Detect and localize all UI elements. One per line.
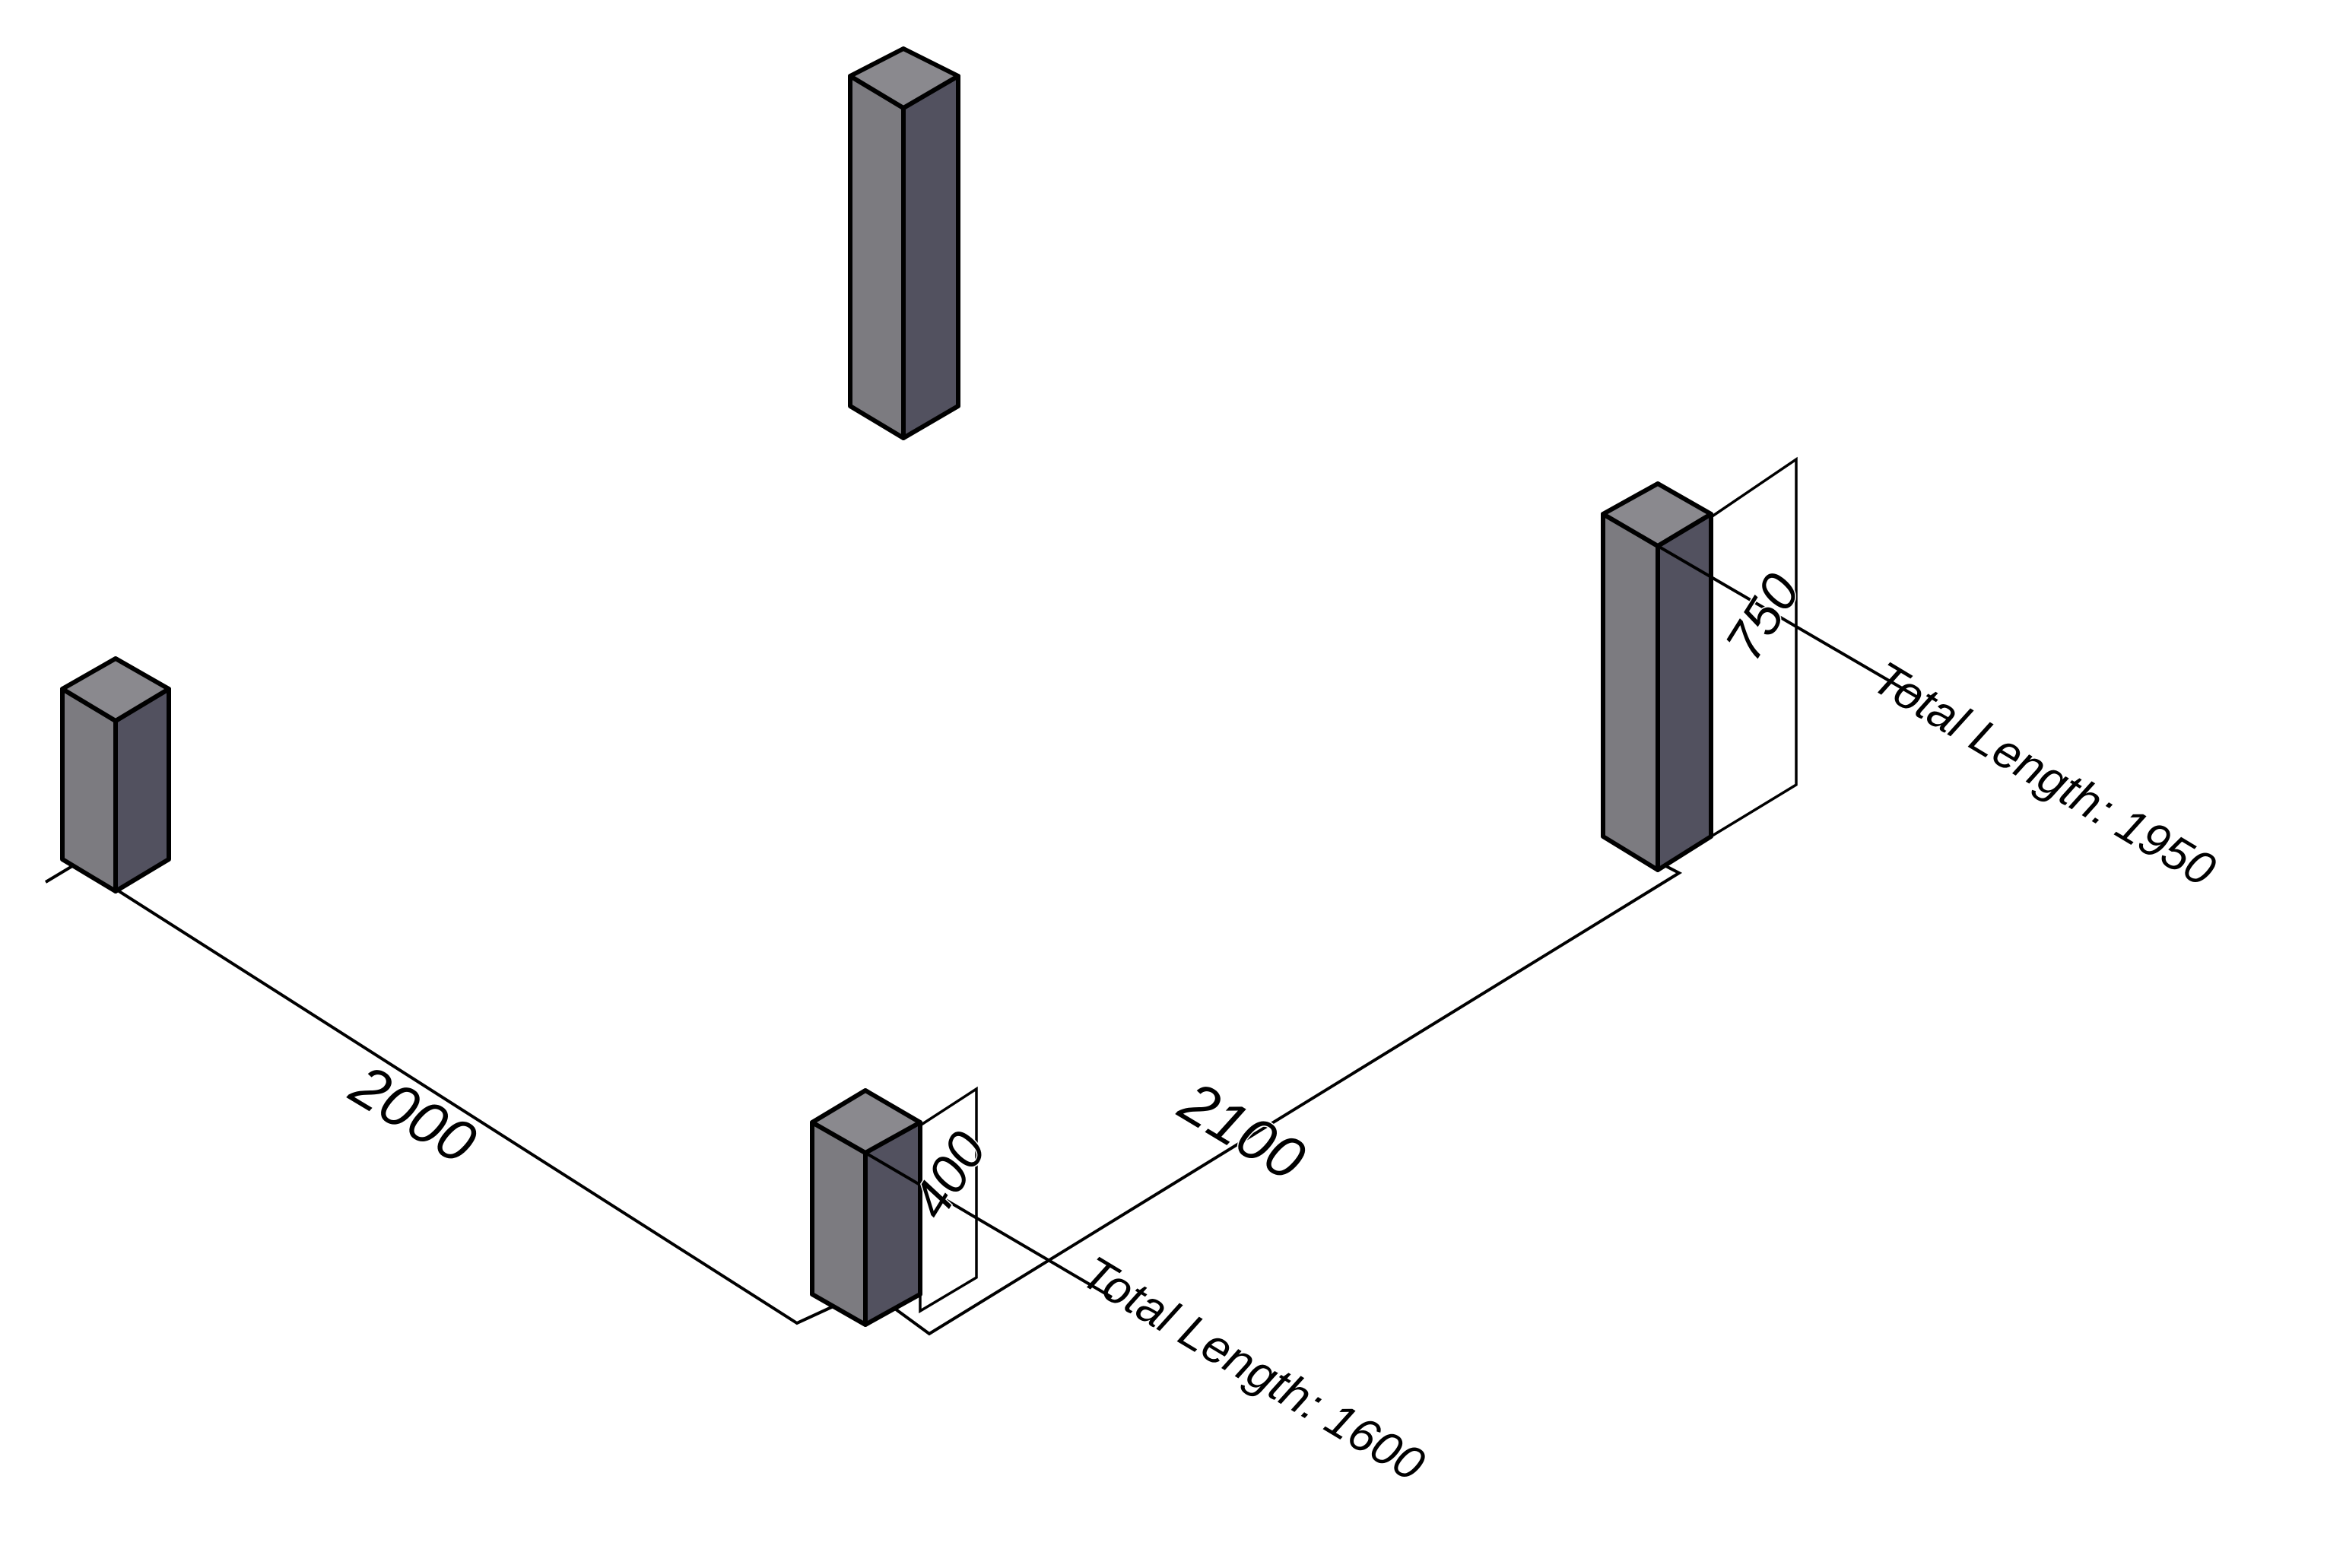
post-left-top-face: [60, 656, 171, 723]
post-front: [810, 1088, 922, 1327]
post-back-top-face: [848, 46, 960, 110]
leader-line-front-total: [864, 1151, 1113, 1299]
dimension-line-left-span: [44, 862, 837, 1325]
total-length-note-front-post: Total Length: 1600: [1073, 1246, 1433, 1492]
post-left-front-face: [60, 687, 118, 894]
leader-line-right-total: [1656, 544, 1918, 698]
post-back-side-face: [901, 74, 960, 440]
post-front-side-face: [863, 1120, 922, 1327]
post-right-front-face: [1601, 512, 1660, 872]
post-back-front-face: [848, 74, 906, 440]
post-front-front-face: [810, 1120, 868, 1327]
post-left: [60, 656, 171, 894]
post-left-side-face: [113, 687, 171, 894]
post-back: [848, 46, 960, 440]
total-length-note-right-post: Total Length: 1950: [1864, 652, 2224, 897]
post-right: [1601, 481, 1713, 872]
post-right-side-face: [1656, 512, 1713, 872]
dimension-line-right-span: [888, 852, 1683, 1336]
dimension-label-left-span: 2000: [339, 1051, 487, 1176]
